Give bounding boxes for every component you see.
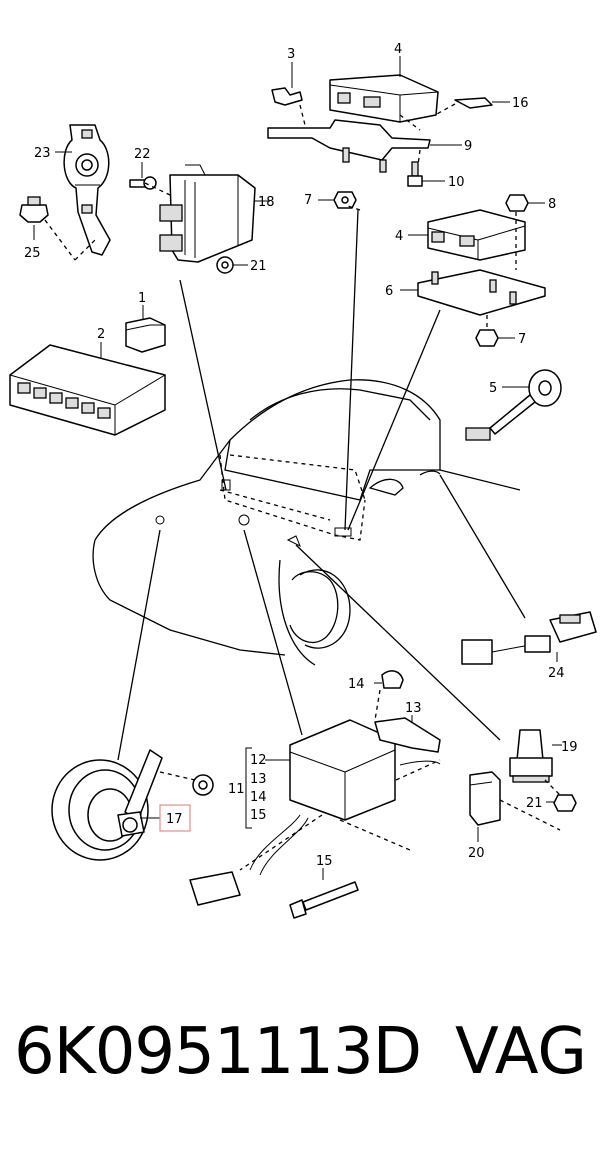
part-13-bracket [374, 717, 441, 766]
callout-21-bottom: 21 [526, 796, 543, 811]
part-14-clip [381, 670, 404, 689]
callout-labels: 1 2 3 4 4 5 6 7 7 8 9 10 11 12 13 13 14 … [24, 42, 578, 869]
part-20-bracket [469, 771, 501, 826]
callout-10: 10 [448, 175, 465, 190]
callout-4-top: 4 [394, 42, 402, 57]
part-1-relay [125, 317, 166, 353]
part-23-bracket [63, 124, 111, 256]
part-2-relay-carrier [9, 344, 166, 436]
callout-20: 20 [468, 846, 485, 861]
callout-2: 2 [97, 327, 105, 342]
part-number: 6K0951113D [14, 1015, 422, 1089]
part-19-switch [509, 729, 553, 783]
part-21-nut-top [216, 256, 234, 274]
part-7-nut-mid [475, 329, 499, 347]
callout-9: 9 [464, 139, 472, 154]
part-5-sensor [465, 369, 562, 441]
part-horn [51, 749, 163, 861]
part-22-screw [129, 176, 171, 196]
callout-5: 5 [489, 381, 497, 396]
parts-diagram: 1 2 3 4 4 5 6 7 7 8 9 10 11 12 13 13 14 … [9, 42, 597, 919]
callout-18: 18 [258, 195, 275, 210]
highlight-box-17 [159, 804, 191, 832]
part-15-bolt [289, 881, 359, 919]
callout-6: 6 [385, 284, 393, 299]
callout-19: 19 [561, 740, 578, 755]
callout-25: 25 [24, 246, 41, 261]
callout-14-clip: 14 [348, 677, 365, 692]
callout-4-mid: 4 [395, 229, 403, 244]
callout-22: 22 [134, 147, 151, 162]
callout-11: 11 [228, 782, 245, 797]
callout-21-top: 21 [250, 259, 267, 274]
callout-14-group: 14 [250, 790, 267, 805]
callout-8: 8 [548, 197, 556, 212]
callout-7-top: 7 [304, 193, 312, 208]
part-10-bolt [407, 161, 423, 187]
part-17-nut [159, 771, 214, 796]
part-25-clip [19, 196, 96, 261]
part-18-control-unit [159, 164, 256, 263]
part-6-bracket [417, 269, 546, 316]
part-7-nut-top [333, 191, 357, 209]
part-21-nut-bottom [553, 794, 577, 812]
part-8-nut [505, 194, 529, 212]
part-24-connector [461, 611, 597, 665]
part-3-clip [271, 87, 303, 106]
callout-1: 1 [138, 291, 146, 306]
part-16-bracket [454, 97, 493, 109]
callout-15-group: 15 [250, 808, 267, 823]
leader-lines [117, 103, 561, 871]
part-9-mounting-plate [267, 119, 431, 173]
callout-17: 17 [166, 812, 183, 827]
part-4-module-top [329, 74, 439, 123]
callout-13-group: 13 [250, 772, 267, 787]
callout-13-bracket: 13 [405, 701, 422, 716]
callout-15-bolt: 15 [316, 854, 333, 869]
part-12-module [189, 719, 396, 906]
label-ticks [33, 56, 562, 880]
callout-12: 12 [250, 753, 267, 768]
brand-name: VAG [455, 1015, 587, 1089]
callout-16: 16 [512, 96, 529, 111]
callout-23: 23 [34, 146, 51, 161]
callout-3: 3 [287, 47, 295, 62]
callout-7-mid: 7 [518, 332, 526, 347]
callout-24: 24 [548, 666, 565, 681]
part-4-module-mid [427, 209, 526, 261]
